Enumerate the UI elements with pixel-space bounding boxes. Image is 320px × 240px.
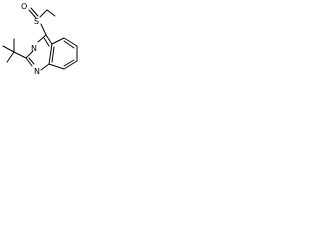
structure-svg: O S N N xyxy=(2,2,78,76)
bond-c5-c6 xyxy=(63,37,78,47)
bond-tbutyl-me3 xyxy=(6,51,15,63)
bond-n3-c2 xyxy=(25,50,34,59)
bond-s-o-1 xyxy=(30,7,39,17)
atom-oxygen: O xyxy=(21,2,27,11)
atom-nitrogen-top: N xyxy=(31,44,37,53)
bond-c2-n1 xyxy=(25,57,33,67)
bonds xyxy=(2,7,78,71)
bond-c2-n1-double xyxy=(28,57,35,65)
bond-methyl-end xyxy=(46,9,56,17)
bond-c8a-c4a-double xyxy=(51,46,55,63)
molecule-diagram: O S N N xyxy=(0,0,106,95)
bond-n1-c8a xyxy=(40,63,50,71)
bond-s-c4 xyxy=(40,23,47,36)
atom-nitrogen-bottom: N xyxy=(34,67,40,76)
bond-c4a-c4 xyxy=(45,34,53,45)
bond-c7-c8 xyxy=(63,60,78,70)
bond-c4a-c5 xyxy=(51,37,65,45)
bond-c8a-c4a xyxy=(48,43,53,65)
bond-s-methyl xyxy=(39,9,48,18)
bond-s-o-2 xyxy=(28,9,37,19)
bond-c8-c8a xyxy=(48,63,65,70)
bond-c7-c8-double xyxy=(63,59,75,67)
bond-c5-c6-double xyxy=(63,40,75,49)
bond-c4a-c4-double xyxy=(43,37,50,47)
bond-c2-tbutyl xyxy=(13,51,27,59)
bond-tbutyl-me1 xyxy=(2,45,15,53)
atom-sulfur: S xyxy=(34,17,39,26)
atom-labels: O S N N xyxy=(21,2,40,76)
bond-c4-n3 xyxy=(37,34,47,43)
